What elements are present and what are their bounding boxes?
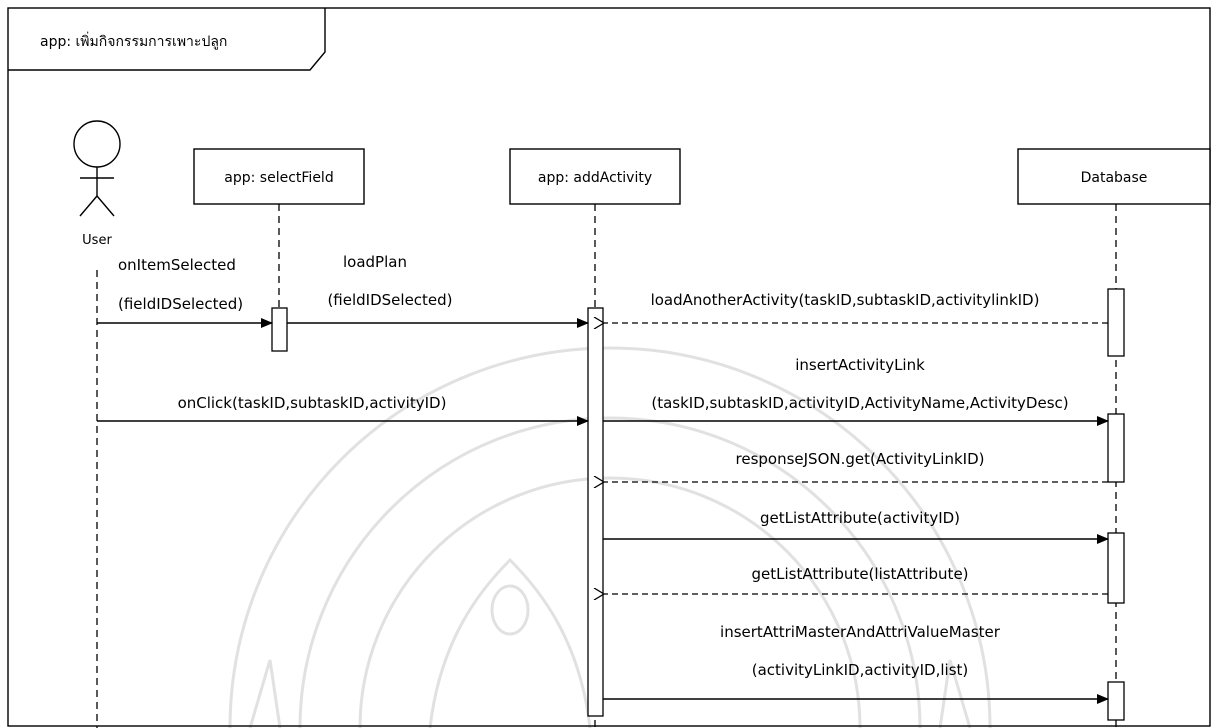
activation-database-4 [1107, 681, 1125, 721]
activation-select-field [271, 307, 288, 352]
participant-database [1017, 148, 1211, 205]
message-insert-attri-master-name: insertAttriMasterAndAttriValueMaster [720, 623, 1001, 641]
message-load-plan-name: loadPlan [343, 253, 407, 271]
message-get-list-attribute-return-label: getListAttribute(listAttribute) [751, 565, 968, 583]
message-insert-activity-link-name: insertActivityLink [795, 356, 925, 374]
user-actor-label: User [82, 233, 112, 248]
message-response-json-label: responseJSON.get(ActivityLinkID) [736, 450, 985, 468]
activation-database-3 [1107, 532, 1125, 604]
activation-database-1 [1107, 288, 1125, 357]
frame-title: app: เพิ่มกิจกรรมการเพาะปลูก [40, 32, 227, 50]
message-insert-activity-link-args: (taskID,subtaskID,activityID,ActivityNam… [651, 394, 1068, 412]
message-on-item-selected-name: onItemSelected [118, 256, 236, 274]
message-get-list-attribute-label: getListAttribute(activityID) [760, 509, 960, 527]
diagram-frame [7, 7, 1211, 727]
message-load-another-activity-label: loadAnotherActivity(taskID,subtaskID,act… [651, 291, 1040, 309]
message-on-item-selected-args: (fieldIDSelected) [118, 295, 243, 313]
message-load-plan-args: (fieldIDSelected) [327, 291, 452, 309]
participant-add-activity-label: app: addActivity [538, 170, 652, 186]
participant-select-field [193, 148, 365, 205]
watermark-emblem [228, 346, 992, 728]
participant-database-label: Database [1081, 170, 1148, 186]
activation-add-activity [587, 307, 604, 717]
user-actor-icon [73, 120, 121, 217]
participant-select-field-label: app: selectField [224, 170, 333, 186]
message-insert-attri-master-args: (activityLinkID,activityID,list) [752, 661, 969, 679]
activation-database-2 [1107, 413, 1125, 483]
frame-title-tab [8, 8, 326, 71]
participant-add-activity [509, 148, 681, 205]
message-on-click-label: onClick(taskID,subtaskID,activityID) [178, 394, 447, 412]
